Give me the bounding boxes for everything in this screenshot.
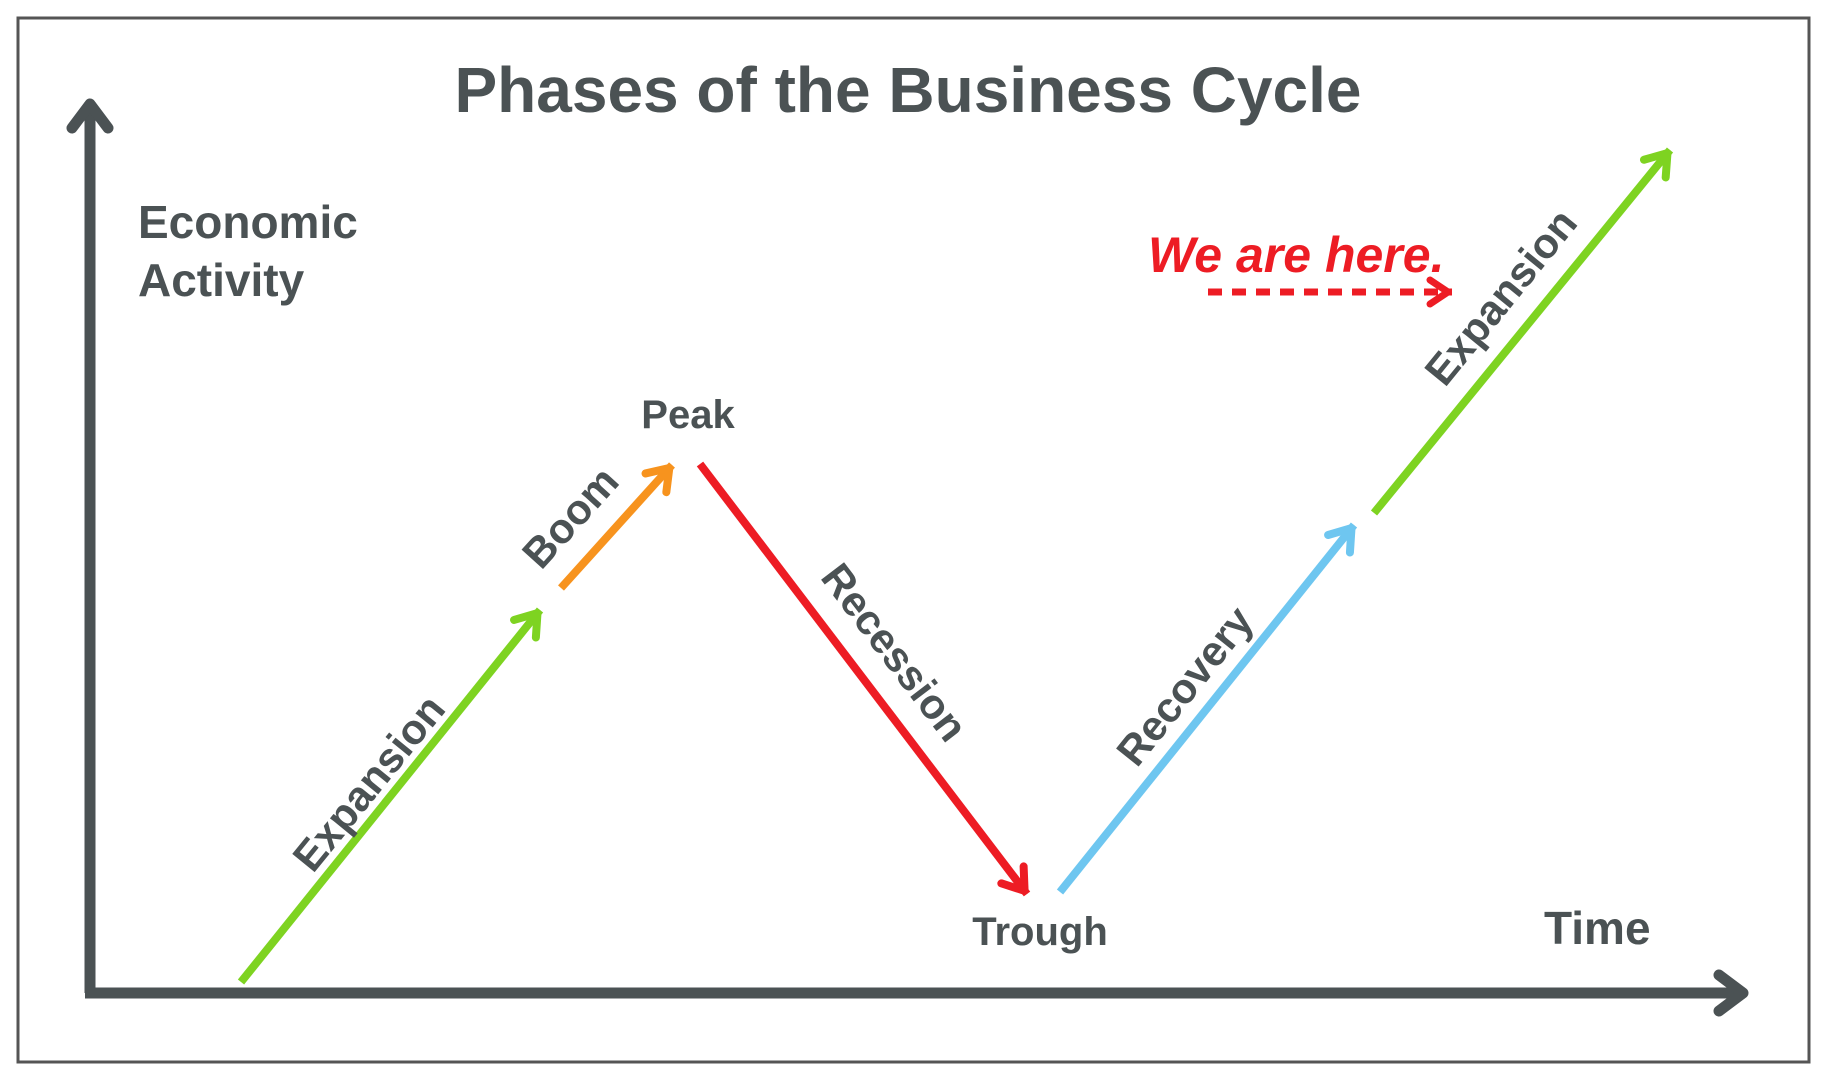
diagram-title: Phases of the Business Cycle [454,54,1361,126]
we-are-here-marker: We are here. [1148,227,1452,308]
trough-label: Trough [972,910,1108,954]
phase-arrows [237,147,1674,985]
diagram-frame [16,16,1811,1064]
expansion-arrow-2 [1370,147,1674,516]
we-are-here-label: We are here. [1148,227,1444,283]
axes [66,98,1749,1017]
expansion-arrow-1 [237,607,544,985]
peak-label: Peak [641,393,735,437]
y-axis-label-line2: Activity [138,254,305,306]
recession-arrow [696,461,1031,897]
recovery-arrow [1056,522,1358,895]
boom-arrow [558,462,675,591]
x-axis-label: Time [1544,902,1651,954]
y-axis-label-line1: Economic [138,196,358,248]
